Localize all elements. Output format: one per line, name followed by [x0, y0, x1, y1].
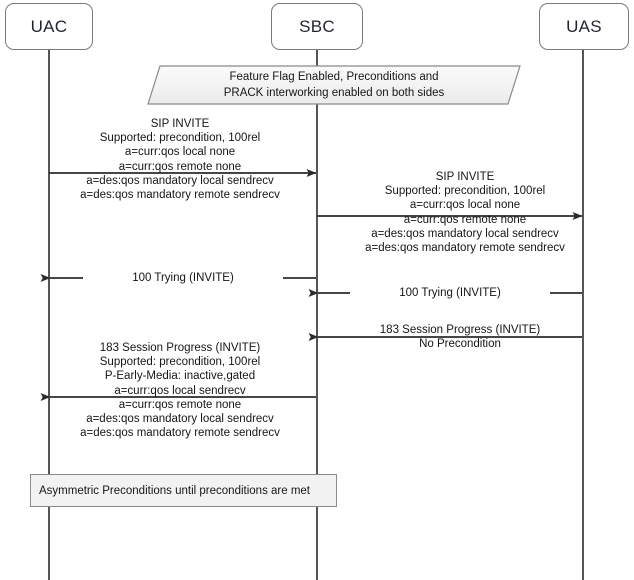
actor-box-sbc[interactable]: SBC [271, 3, 363, 50]
note-feature-flag-shape [147, 65, 521, 105]
actor-box-uas[interactable]: UAS [539, 3, 629, 50]
actor-label-uac: UAC [30, 16, 68, 36]
actor-label-uas: UAS [566, 16, 602, 36]
note-feature-flag-line-1: Feature Flag Enabled, Preconditions and [229, 71, 439, 83]
note-asymmetric-preconditions-text: Asymmetric Preconditions until precondit… [39, 484, 311, 497]
note-feature-flag: Feature Flag Enabled, Preconditions and … [148, 66, 520, 104]
actor-box-uac[interactable]: UAC [5, 3, 93, 50]
actor-label-sbc: SBC [299, 16, 335, 36]
note-feature-flag-line-2: PRACK interworking enabled on both sides [223, 87, 445, 99]
message-arrows [40, 169, 583, 401]
note-asymmetric-preconditions: Asymmetric Preconditions until precondit… [30, 474, 337, 507]
